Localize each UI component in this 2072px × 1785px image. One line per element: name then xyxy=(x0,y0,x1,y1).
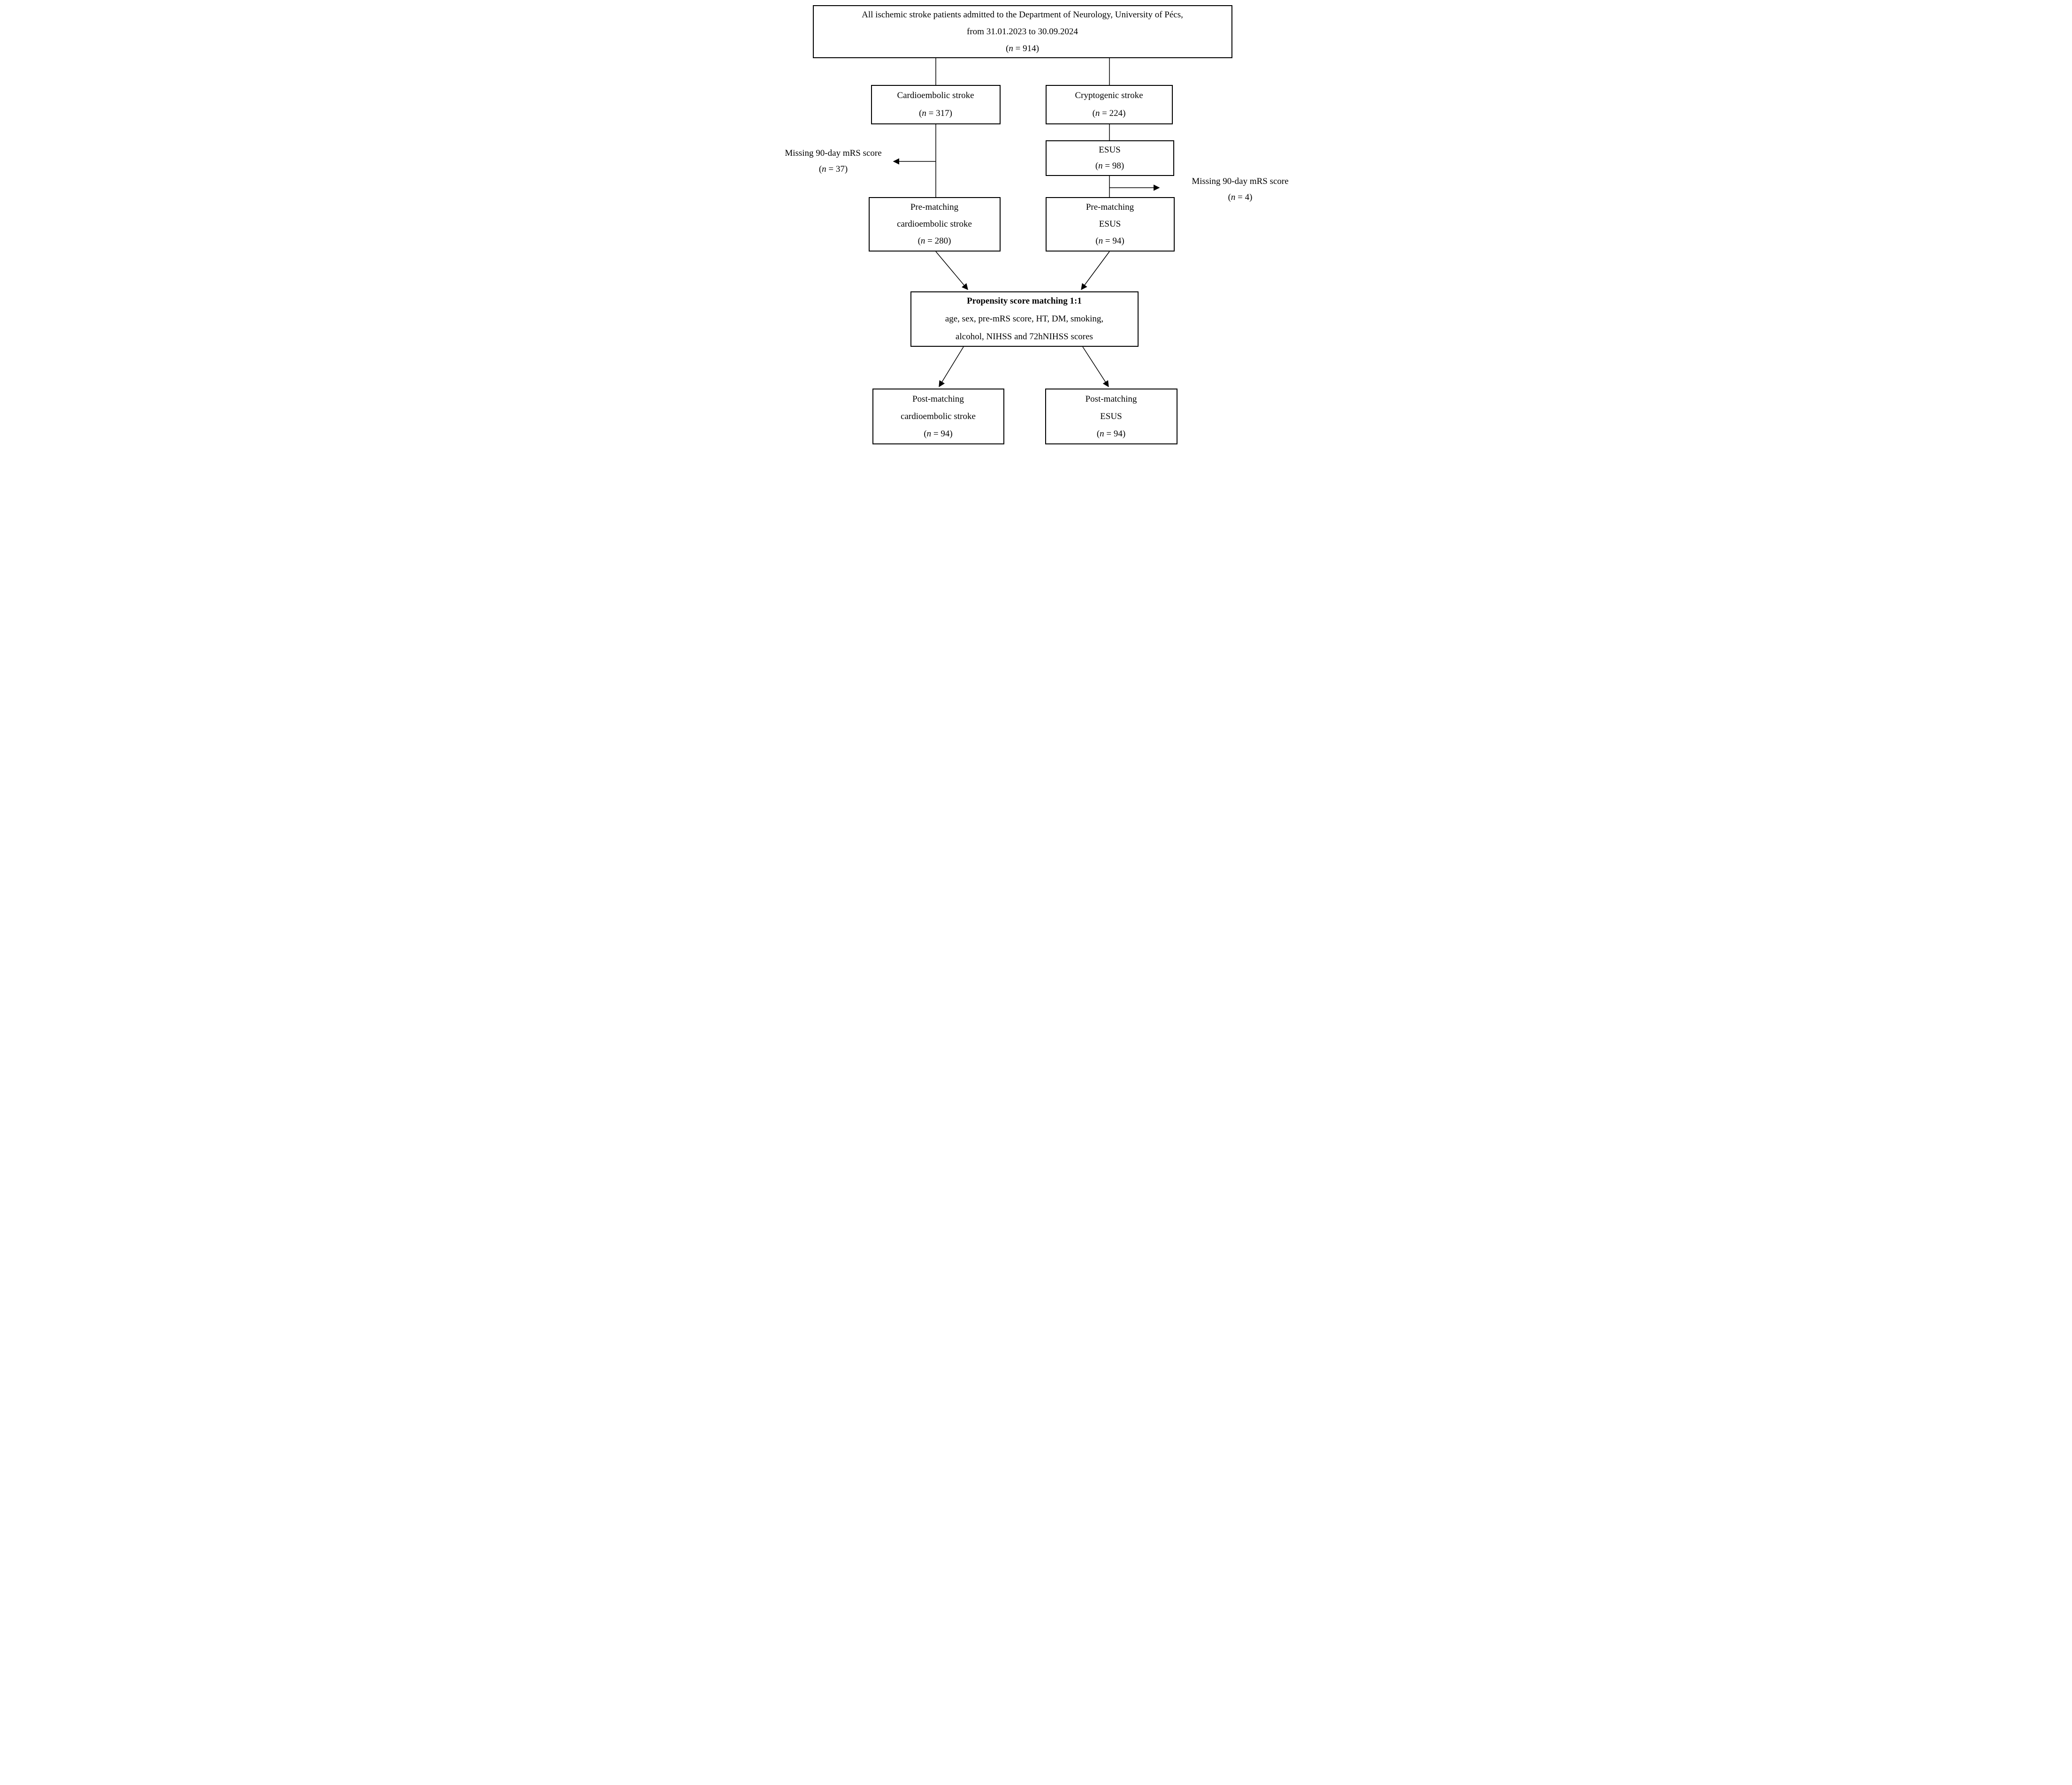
box-esus-n: (n = 98) xyxy=(1095,161,1124,171)
box-post-matching-esus-line1: Post-matching xyxy=(1085,394,1137,404)
box-cryptogenic-stroke: Cryptogenic stroke (n = 224) xyxy=(1045,85,1173,124)
note-missing-mrs-right: Missing 90-day mRS score (n = 4) xyxy=(1188,174,1293,206)
box-cardioembolic-n: (n = 317) xyxy=(919,108,952,118)
box-total-patients: All ischemic stroke patients admitted to… xyxy=(812,5,1232,58)
note-missing-mrs-left-label: Missing 90-day mRS score xyxy=(785,148,882,158)
box-propensity-score-matching: Propensity score matching 1:1 age, sex, … xyxy=(910,291,1139,347)
box-cryptogenic-n: (n = 224) xyxy=(1092,108,1126,118)
box-pre-matching-esus-line1: Pre-matching xyxy=(1086,202,1134,212)
note-missing-mrs-left-n: (n = 37) xyxy=(818,164,848,174)
box-pre-matching-cardioembolic-line2: cardioembolic stroke xyxy=(897,219,972,229)
box-propensity-title: Propensity score matching 1:1 xyxy=(967,296,1082,306)
box-esus: ESUS (n = 98) xyxy=(1045,140,1174,176)
box-pre-matching-cardioembolic: Pre-matching cardioembolic stroke (n = 2… xyxy=(868,197,1001,252)
box-total-line1: All ischemic stroke patients admitted to… xyxy=(862,9,1183,20)
box-post-matching-esus-line2: ESUS xyxy=(1100,412,1122,421)
connector-layer xyxy=(893,58,1160,388)
box-cardioembolic-stroke: Cardioembolic stroke (n = 317) xyxy=(871,85,1001,124)
box-pre-matching-cardioembolic-line1: Pre-matching xyxy=(910,202,959,212)
arrow-precardio-to-propensity xyxy=(935,251,968,290)
box-post-matching-cardioembolic: Post-matching cardioembolic stroke (n = … xyxy=(872,389,1004,444)
note-missing-mrs-left: Missing 90-day mRS score (n = 37) xyxy=(781,145,886,177)
box-cardioembolic-title: Cardioembolic stroke xyxy=(897,91,974,100)
box-pre-matching-cardioembolic-n: (n = 280) xyxy=(917,236,951,246)
box-total-n: (n = 914) xyxy=(1006,43,1039,53)
box-post-matching-cardioembolic-line2: cardioembolic stroke xyxy=(901,412,976,421)
box-esus-title: ESUS xyxy=(1099,145,1121,155)
arrow-propensity-to-postcardio xyxy=(938,346,964,388)
box-post-matching-esus-n: (n = 94) xyxy=(1096,429,1126,439)
box-propensity-criteria-line2: alcohol, NIHSS and 72hNIHSS scores xyxy=(956,332,1093,342)
box-post-matching-cardioembolic-n: (n = 94) xyxy=(924,429,953,439)
note-missing-mrs-right-label: Missing 90-day mRS score xyxy=(1192,176,1289,186)
arrow-preesus-to-propensity xyxy=(1080,251,1110,290)
box-pre-matching-esus: Pre-matching ESUS (n = 94) xyxy=(1045,197,1175,252)
box-post-matching-esus: Post-matching ESUS (n = 94) xyxy=(1045,389,1177,444)
note-missing-mrs-right-n: (n = 4) xyxy=(1228,192,1253,202)
box-total-line2: from 31.01.2023 to 30.09.2024 xyxy=(967,26,1078,37)
box-pre-matching-esus-n: (n = 94) xyxy=(1095,236,1124,246)
box-cryptogenic-title: Cryptogenic stroke xyxy=(1075,91,1143,100)
box-pre-matching-esus-line2: ESUS xyxy=(1099,219,1121,229)
box-propensity-criteria-line1: age, sex, pre-mRS score, HT, DM, smoking… xyxy=(945,314,1104,324)
flowchart-canvas: All ischemic stroke patients admitted to… xyxy=(777,0,1295,446)
arrow-propensity-to-postesus xyxy=(1082,346,1109,388)
box-post-matching-cardioembolic-line1: Post-matching xyxy=(912,394,964,404)
